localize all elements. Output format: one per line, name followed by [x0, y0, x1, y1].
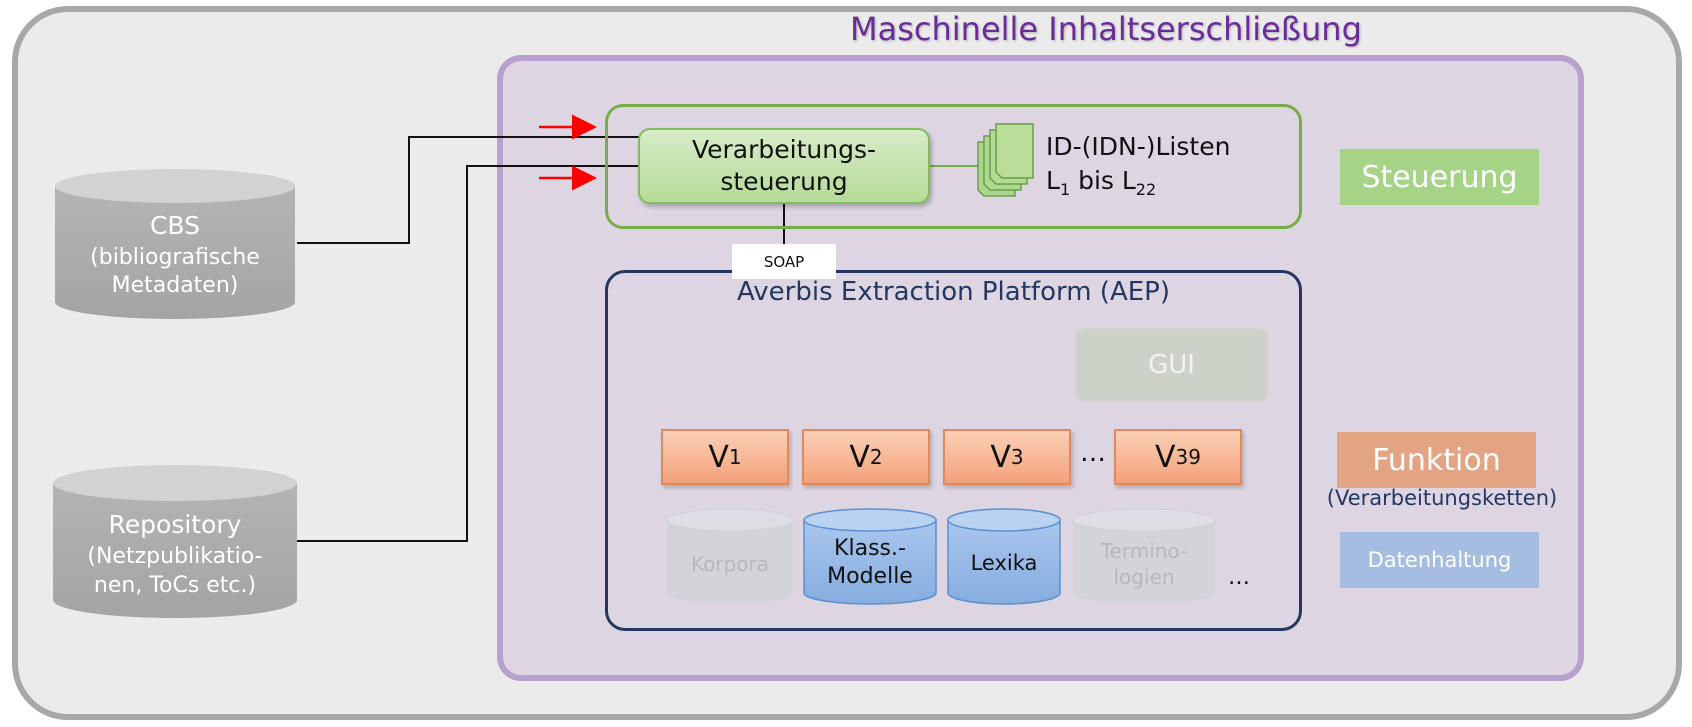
- cbs-desc-line2: Metadaten): [112, 273, 239, 298]
- chains-ellipsis: …: [1080, 438, 1106, 468]
- document-stack-icon: [977, 123, 1034, 197]
- store-lexika: Lexika: [947, 508, 1061, 605]
- cbs-desc-line1: (bibliografische: [90, 245, 260, 270]
- repository-desc-line1: (Netzpublikatio-: [87, 544, 262, 569]
- chain-v1-sub: 1: [728, 445, 742, 469]
- id-list-sub-last: 22: [1135, 180, 1157, 199]
- termino-label-line2: logien: [1113, 565, 1174, 589]
- id-list-sub-first: 1: [1059, 180, 1071, 199]
- aep-title: Averbis Extraction Platform (AEP): [737, 277, 1170, 307]
- verarbeitungssteuerung-label: Verarbeitungs- steuerung: [691, 135, 877, 196]
- chain-v39-sub: 39: [1175, 445, 1201, 469]
- repository-desc-line2: nen, ToCs etc.): [94, 573, 256, 598]
- chain-v39-letter: V: [1155, 439, 1176, 475]
- chain-v2-letter: V: [849, 439, 870, 475]
- klass-label-line2: Modelle: [827, 564, 913, 589]
- chain-v1-letter: V: [708, 439, 729, 475]
- id-list-line1: ID-(IDN-)Listen: [1046, 132, 1231, 161]
- soap-label: SOAP: [732, 244, 836, 279]
- store-klass-modelle: Klass.- Modelle: [803, 508, 937, 605]
- verarbeitungssteuerung-node: Verarbeitungs- steuerung: [638, 128, 930, 204]
- id-list-l: L: [1046, 166, 1060, 195]
- lexika-label: Lexika: [971, 551, 1038, 575]
- legend-steuerung: Steuerung: [1340, 149, 1539, 205]
- legend-funktion: Funktion: [1337, 432, 1536, 488]
- legend-funktion-subtitle: (Verarbeitungsketten): [1326, 486, 1558, 510]
- termino-label-line1: Termino-: [1100, 539, 1188, 563]
- cbs-connector: [297, 136, 642, 244]
- id-list-mid: bis L: [1070, 166, 1136, 195]
- gui-box: GUI: [1075, 328, 1268, 402]
- store-terminologien: Termino- logien: [1072, 508, 1216, 604]
- id-list-label: ID-(IDN-)Listen L1 bis L22: [1046, 130, 1230, 207]
- id-list-line2: L1 bis L22: [1046, 164, 1230, 207]
- chain-v3-sub: 3: [1010, 445, 1024, 469]
- cbs-name: CBS: [150, 211, 200, 240]
- diagram-title: Maschinelle Inhaltserschließung: [850, 10, 1362, 48]
- repository-name: Repository: [109, 510, 242, 539]
- repository-connector: [297, 165, 642, 542]
- legend-datenhaltung: Datenhaltung: [1340, 532, 1539, 588]
- chain-v2-sub: 2: [869, 445, 883, 469]
- cbs-database: CBS (bibliografische Metadaten): [55, 169, 295, 319]
- repository-database: Repository (Netzpublikatio- nen, ToCs et…: [53, 465, 297, 618]
- korpora-label: Korpora: [691, 552, 769, 576]
- aep-container: [605, 270, 1302, 631]
- klass-label-line1: Klass.-: [834, 536, 906, 561]
- steuerung-container: [605, 104, 1302, 229]
- chain-v3-letter: V: [990, 439, 1011, 475]
- stores-ellipsis: …: [1228, 565, 1250, 590]
- store-korpora: Korpora: [666, 508, 794, 604]
